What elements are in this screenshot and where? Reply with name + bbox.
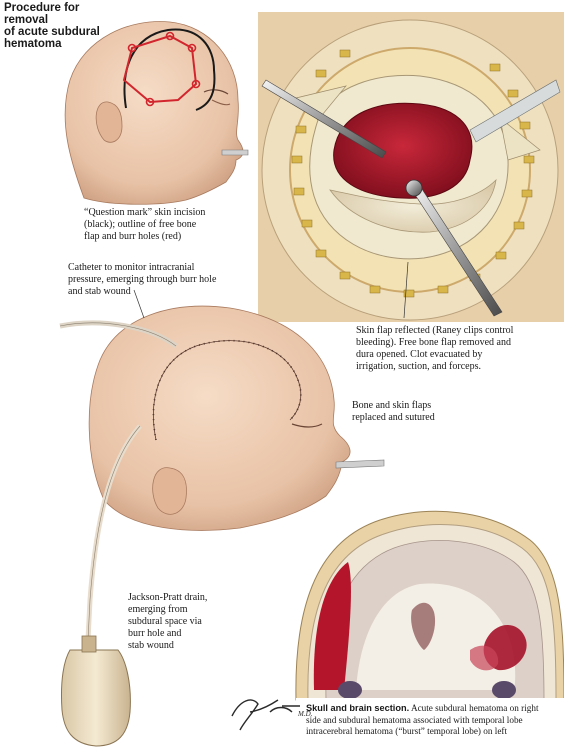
head-incision-illustration — [64, 21, 249, 205]
head-sutured-illustration — [59, 305, 385, 747]
caption-drain: Jackson-Pratt drain, emerging from subdu… — [128, 592, 208, 651]
surgical-field-illustration — [258, 12, 564, 322]
caption-brain-section-heading: Skull and brain section. — [306, 703, 410, 713]
artist-signature: M.D. — [231, 699, 313, 731]
svg-text:M.D.: M.D. — [297, 710, 313, 718]
caption-brain-section: Skull and brain section. Acute subdural … — [306, 703, 539, 736]
leader-lines — [133, 261, 409, 319]
brain-section-illustration — [295, 510, 564, 702]
page-title: Procedure for removal of acute subdural … — [4, 2, 100, 50]
caption-incision: “Question mark” skin incision (black); o… — [84, 207, 206, 242]
caption-skin-flap: Skin flap reflected (Raney clips control… — [356, 325, 514, 372]
caption-sutured: Bone and skin flaps replaced and sutured — [352, 400, 435, 423]
caption-catheter: Catheter to monitor intracranial pressur… — [68, 262, 217, 297]
